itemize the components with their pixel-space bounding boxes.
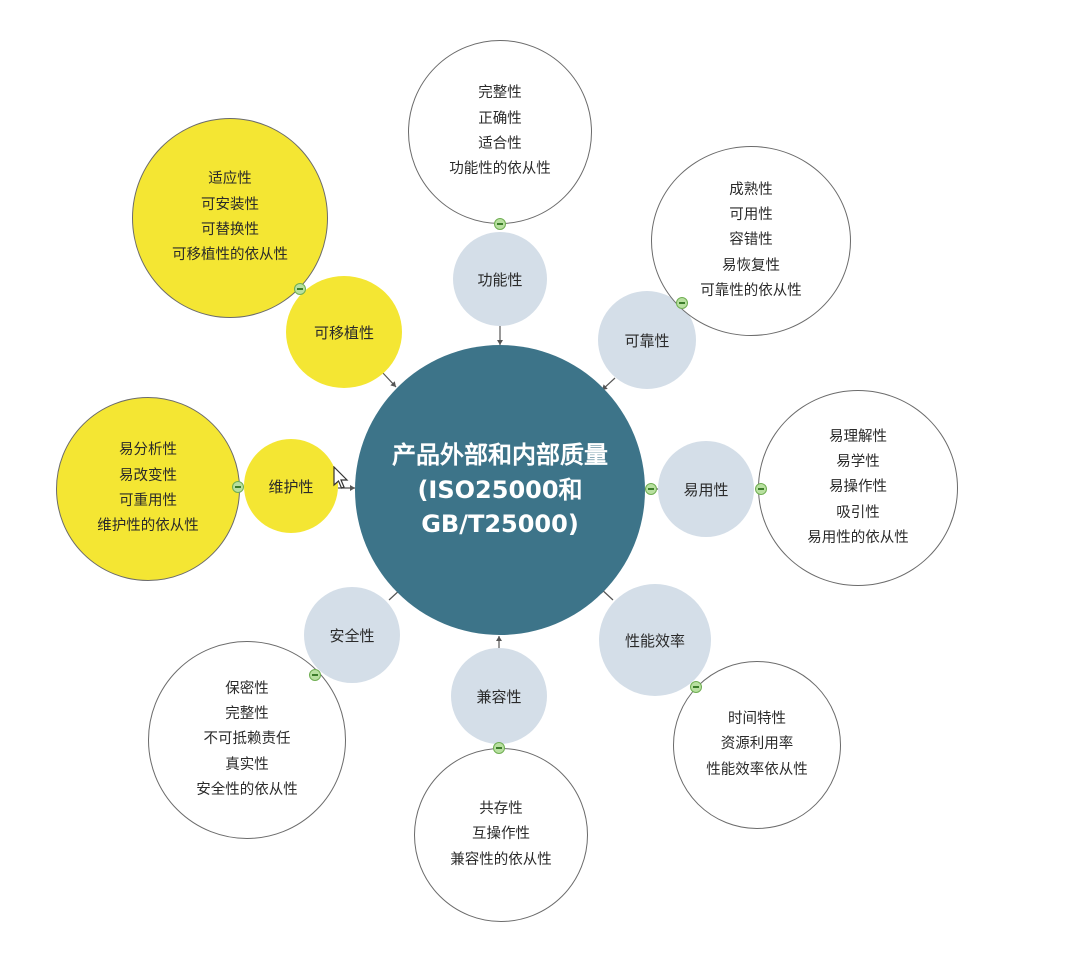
detail-node-usability[interactable]: 易理解性 易学性 易操作性 吸引性 易用性的依从性 bbox=[758, 390, 958, 586]
category-node-compatibility[interactable]: 兼容性 bbox=[451, 648, 547, 744]
collapse-toggle-usability[interactable] bbox=[645, 483, 657, 495]
category-label-reliability: 可靠性 bbox=[624, 331, 670, 350]
category-node-functional[interactable]: 功能性 bbox=[453, 232, 547, 326]
connector-arrowhead bbox=[496, 636, 502, 641]
detail-item: 兼容性的依从性 bbox=[450, 851, 552, 868]
detail-node-compatibility[interactable]: 共存性 互操作性 兼容性的依从性 bbox=[414, 748, 588, 922]
detail-item: 易学性 bbox=[836, 453, 880, 470]
detail-node-functional[interactable]: 完整性 正确性 适合性 功能性的依从性 bbox=[408, 40, 592, 224]
category-label-portability: 可移植性 bbox=[313, 323, 374, 342]
detail-item: 功能性的依从性 bbox=[449, 161, 551, 178]
detail-item: 吸引性 bbox=[836, 504, 880, 521]
category-node-usability[interactable]: 易用性 bbox=[658, 441, 754, 537]
detail-item: 可靠性的依从性 bbox=[700, 283, 802, 300]
detail-item: 互操作性 bbox=[472, 826, 530, 843]
mouse-cursor-icon bbox=[333, 466, 349, 489]
detail-item: 保密性 bbox=[225, 680, 269, 697]
collapse-toggle-compatibility[interactable] bbox=[493, 742, 505, 754]
connector-arrowhead bbox=[350, 485, 355, 491]
center-line-2: (ISO25000和 bbox=[417, 475, 583, 504]
detail-item: 时间特性 bbox=[728, 710, 786, 727]
category-node-portability[interactable]: 可移植性 bbox=[286, 276, 402, 388]
collapse-toggle-maintainability[interactable] bbox=[232, 481, 244, 493]
detail-item: 适合性 bbox=[478, 136, 522, 152]
detail-item: 安全性的依从性 bbox=[196, 782, 298, 799]
detail-item: 易分析性 bbox=[119, 442, 177, 459]
collapse-toggle-portability[interactable] bbox=[294, 283, 306, 295]
detail-item: 可安装性 bbox=[201, 196, 259, 213]
collapse-toggle-performance[interactable] bbox=[690, 681, 702, 693]
category-label-performance: 性能效率 bbox=[624, 631, 685, 650]
detail-item: 可替换性 bbox=[201, 222, 259, 238]
category-label-security: 安全性 bbox=[329, 626, 375, 645]
center-node[interactable]: 产品外部和内部质量 (ISO25000和 GB/T25000) bbox=[355, 345, 645, 635]
detail-item: 易操作性 bbox=[829, 479, 887, 496]
category-node-maintainability[interactable]: 维护性 bbox=[244, 439, 338, 533]
detail-item: 不可抵赖责任 bbox=[203, 731, 291, 748]
detail-item: 资源利用率 bbox=[720, 736, 794, 753]
detail-item: 易理解性 bbox=[829, 428, 887, 445]
detail-item: 完整性 bbox=[478, 85, 522, 102]
collapse-toggle-reliability[interactable] bbox=[676, 297, 688, 309]
detail-item: 可重用性 bbox=[119, 493, 177, 509]
detail-item: 正确性 bbox=[478, 110, 522, 127]
detail-item: 维护性的依从性 bbox=[97, 518, 199, 535]
detail-item: 可用性 bbox=[729, 206, 773, 223]
detail-item: 真实性 bbox=[225, 756, 269, 773]
detail-item: 易用性的依从性 bbox=[807, 530, 909, 547]
detail-node-maintainability[interactable]: 易分析性 易改变性 可重用性 维护性的依从性 bbox=[56, 397, 240, 581]
detail-item: 成熟性 bbox=[729, 181, 773, 198]
detail-item: 完整性 bbox=[225, 705, 269, 722]
detail-item: 易改变性 bbox=[119, 467, 177, 484]
center-line-1: 产品外部和内部质量 bbox=[392, 440, 608, 469]
connector-arrowhead bbox=[390, 381, 396, 387]
connector-arrowhead bbox=[497, 340, 503, 345]
collapse-toggle-security[interactable] bbox=[309, 669, 321, 681]
category-label-usability: 易用性 bbox=[683, 480, 729, 499]
collapse-toggle-usability-detail[interactable] bbox=[755, 483, 767, 495]
detail-item: 易恢复性 bbox=[722, 257, 780, 274]
category-label-maintainability: 维护性 bbox=[268, 477, 314, 496]
category-node-performance[interactable]: 性能效率 bbox=[599, 584, 711, 696]
detail-item: 可移植性的依从性 bbox=[172, 247, 288, 264]
category-label-functional: 功能性 bbox=[477, 270, 523, 289]
category-node-security[interactable]: 安全性 bbox=[304, 587, 400, 683]
detail-item: 容错性 bbox=[729, 232, 773, 249]
detail-item: 共存性 bbox=[479, 800, 523, 817]
detail-item: 适应性 bbox=[208, 171, 252, 188]
center-line-3: GB/T25000) bbox=[421, 510, 579, 539]
category-label-compatibility: 兼容性 bbox=[476, 687, 522, 706]
detail-item: 性能效率依从性 bbox=[706, 761, 808, 778]
collapse-toggle-functional[interactable] bbox=[494, 218, 506, 230]
